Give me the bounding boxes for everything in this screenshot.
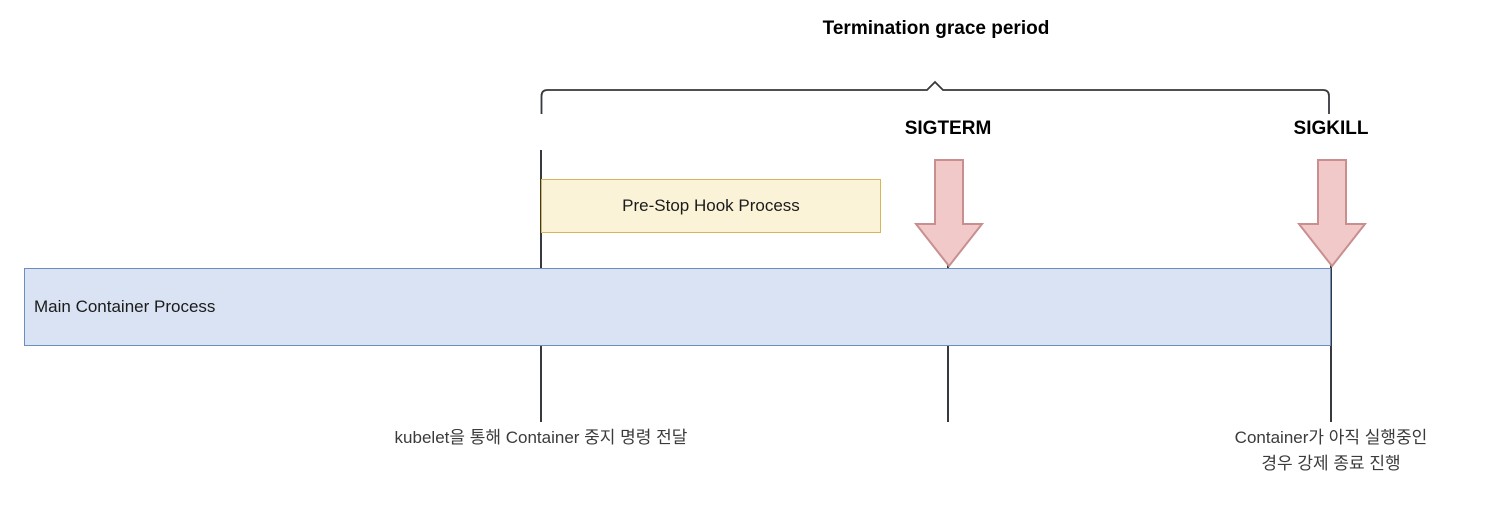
grace-period-brace (540, 80, 1330, 114)
main-container-process-box: Main Container Process (24, 268, 1331, 346)
prestop-hook-process-label: Pre-Stop Hook Process (622, 196, 800, 215)
sigkill-caption-line-1: Container가 아직 실행중인 (1234, 428, 1428, 447)
prestop-hook-process-box: Pre-Stop Hook Process (541, 179, 881, 233)
sigkill-down-arrow-icon (1296, 159, 1368, 268)
main-container-process-label: Main Container Process (34, 297, 216, 316)
sigkill-timeline-line (1330, 265, 1332, 422)
sigterm-down-arrow-icon (913, 159, 985, 268)
page-title: Termination grace period (822, 18, 1050, 39)
sigkill-label: SIGKILL (1293, 118, 1369, 139)
kubelet-caption: kubelet을 통해 Container 중지 명령 전달 (394, 428, 688, 447)
sigkill-caption: Container가 아직 실행중인 경우 강제 종료 진행 (1131, 425, 1488, 477)
sigterm-label: SIGTERM (904, 118, 992, 139)
sigkill-caption-line-2: 경우 강제 종료 진행 (1261, 454, 1401, 473)
